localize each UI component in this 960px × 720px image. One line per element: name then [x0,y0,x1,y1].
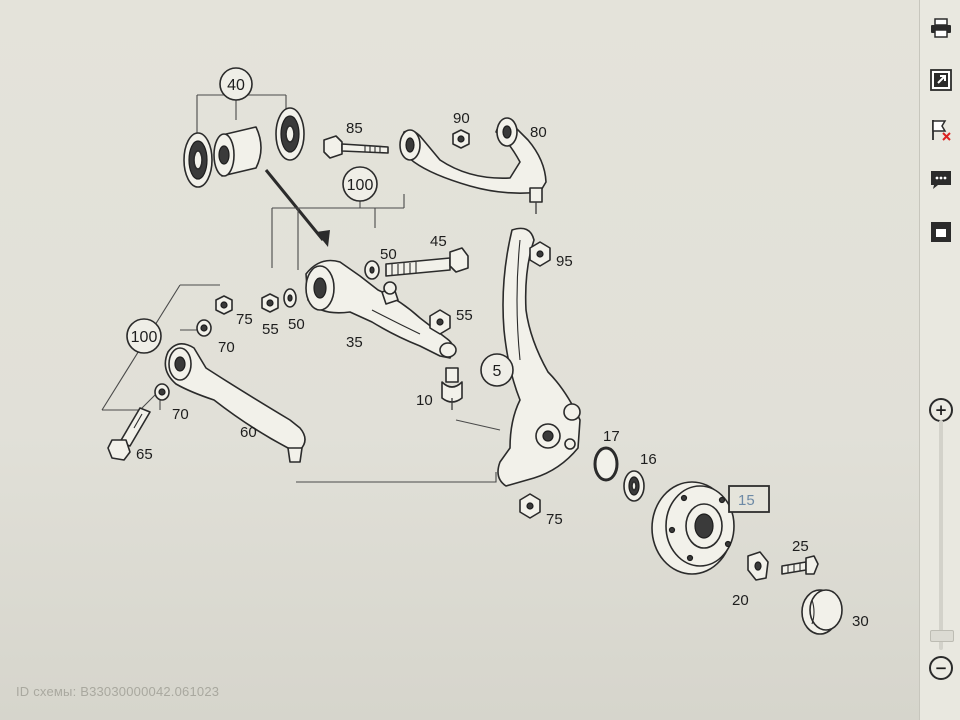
label-65: 65 [136,446,153,463]
ball-joint-10[interactable]: 10 [416,367,463,410]
tension-strut[interactable]: 60 [164,343,306,463]
upper-control-arm[interactable]: 80 [399,117,547,214]
flag-icon[interactable] [929,118,953,142]
callout-100-left[interactable]: 100 [126,318,162,354]
zoom-slider-track[interactable] [939,420,943,650]
zoom-out-button[interactable]: − [929,656,953,680]
callout-100-top-label: 100 [347,177,374,194]
print-icon[interactable] [929,16,953,40]
label-10: 10 [416,392,433,409]
label-75a: 75 [236,311,253,328]
label-80: 80 [530,124,547,141]
callout-40[interactable]: 40 [219,67,253,101]
right-toolbar: + − [919,0,960,720]
nut-90[interactable]: 90 [452,110,470,149]
label-16: 16 [640,451,657,468]
label-30: 30 [852,613,869,630]
label-60: 60 [240,424,257,441]
label-85: 85 [346,120,363,137]
washer-50-left[interactable]: 50 [283,288,305,333]
selected-part-15-label: 15 [738,492,755,509]
washer-70-upper[interactable]: 70 [196,319,235,356]
zoom-in-button[interactable]: + [929,398,953,422]
callout-5[interactable]: 5 [480,353,514,387]
nut-75-lower[interactable]: 75 [519,493,563,528]
label-50b: 50 [288,316,305,333]
bushing-set[interactable] [183,94,305,188]
bolt-45[interactable]: 45 [385,233,469,277]
label-70a: 70 [218,339,235,356]
bolt-65[interactable]: 65 [107,407,153,463]
label-17: 17 [603,428,620,445]
bolt-85[interactable]: 85 [323,120,389,159]
nut-75-upper[interactable]: 75 [215,295,253,328]
label-35: 35 [346,334,363,351]
label-95: 95 [556,253,573,270]
scheme-id: ID схемы: B33030000042.061023 [16,684,220,699]
selected-part-15[interactable]: 15 [728,485,770,513]
nut-55-upper[interactable]: 55 [261,293,279,338]
zoom-slider-thumb[interactable] [930,630,954,642]
nut-95[interactable]: 95 [529,241,573,270]
label-45: 45 [430,233,447,250]
washer-70-lower[interactable]: 70 [154,383,189,423]
steering-knuckle[interactable] [497,227,581,487]
callout-100-left-label: 100 [131,329,158,346]
callout-5-label: 5 [493,363,502,380]
label-20: 20 [732,592,749,609]
comment-icon[interactable] [929,168,953,192]
parts-diagram: 40 85 80 90 100 55 50 [101,67,869,635]
window-icon[interactable] [929,220,953,244]
label-55a: 55 [262,321,279,338]
label-75b: 75 [546,511,563,528]
export-icon[interactable] [929,68,953,92]
nut-55-lower[interactable]: 55 [429,307,473,335]
callout-100-top[interactable]: 100 [342,166,378,202]
label-70b: 70 [172,406,189,423]
bearing-16[interactable]: 16 [623,451,657,502]
sensor-ring-20[interactable]: 20 [732,551,769,609]
callout-40-label: 40 [227,77,245,94]
wheel-hub[interactable] [651,481,735,575]
seal-17[interactable]: 17 [593,428,620,482]
label-55b: 55 [456,307,473,324]
label-90: 90 [453,110,470,127]
lower-control-arm[interactable]: 35 [305,259,457,359]
washer-50-right[interactable]: 50 [364,246,397,280]
dust-cap-30[interactable]: 30 [801,589,869,635]
bolt-25[interactable]: 25 [781,538,819,575]
label-50a: 50 [380,246,397,263]
label-25: 25 [792,538,809,555]
